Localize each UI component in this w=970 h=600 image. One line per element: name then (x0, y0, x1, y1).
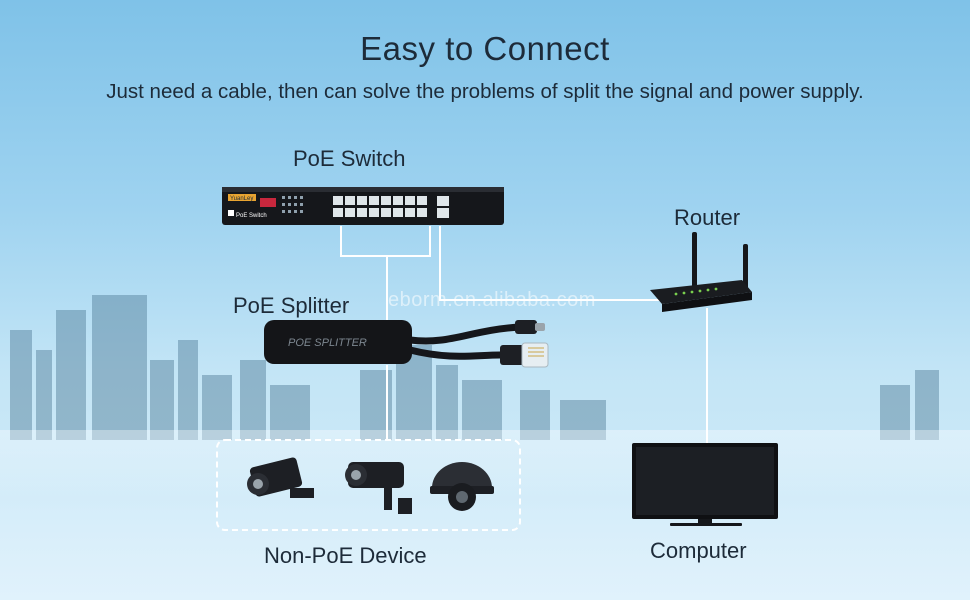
switch-port (393, 196, 403, 205)
page-title: Easy to Connect (360, 30, 610, 67)
switch-port (357, 208, 367, 217)
switch-port (333, 196, 343, 205)
switch-port (381, 208, 391, 217)
switch-bracket-cable (340, 226, 431, 257)
computer-label: Computer (650, 538, 747, 563)
switch-port (417, 196, 427, 205)
bullet-camera-2 (345, 462, 412, 514)
switch-port (405, 208, 415, 217)
router-label: Router (674, 205, 741, 230)
bullet-camera-1 (247, 457, 314, 498)
switch-port (345, 208, 355, 217)
switch-port (417, 208, 427, 217)
water-reflection (0, 430, 970, 600)
computer-monitor (632, 443, 778, 526)
poe-splitter-label: PoE Splitter (233, 293, 350, 318)
switch-port (357, 196, 367, 205)
switch-port (369, 208, 379, 217)
poe-splitter-device (264, 320, 549, 368)
switch-port (345, 196, 355, 205)
cables (340, 226, 708, 443)
switch-port (393, 208, 403, 217)
poe-switch-device (222, 187, 504, 225)
splitter-body-text: POE SPLITTER (288, 337, 367, 349)
switch-to-router-cable (439, 226, 660, 301)
switch-brand-text: YuanLey (230, 196, 253, 202)
switch-port (405, 196, 415, 205)
switch-port (333, 208, 343, 217)
watermark: eborm.en.alibaba.com (388, 289, 596, 311)
router-device (650, 232, 752, 312)
poe-switch-label: PoE Switch (293, 146, 406, 171)
dome-camera (430, 462, 494, 511)
switch-port (381, 196, 391, 205)
non-poe-device-label: Non-PoE Device (264, 543, 427, 568)
devices-dashed-box (216, 439, 521, 531)
switch-panel-text: PoE Switch (236, 213, 267, 219)
page-subtitle: Just need a cable, then can solve the pr… (106, 80, 864, 103)
switch-port (369, 196, 379, 205)
